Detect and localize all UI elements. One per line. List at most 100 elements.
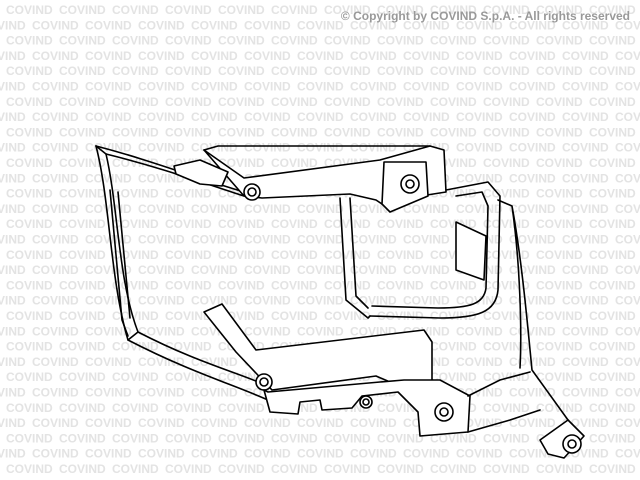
watermark-word: COVIND <box>6 95 53 109</box>
watermark-word: COVIND <box>85 18 132 32</box>
watermark-word: COVIND <box>615 18 640 32</box>
watermark-word: COVIND <box>589 248 636 262</box>
watermark-word: COVIND <box>85 324 132 338</box>
watermark-word: COVIND <box>562 141 609 155</box>
watermark-word: COVIND <box>138 49 185 63</box>
watermark-word: COVIND <box>589 401 636 415</box>
watermark-word: COVIND <box>218 401 265 415</box>
watermark-word: COVIND <box>218 95 265 109</box>
watermark-word: COVIND <box>85 477 132 480</box>
watermark-word: COVIND <box>112 431 159 445</box>
watermark-word: COVIND <box>138 386 185 400</box>
watermark-word: COVIND <box>615 110 640 124</box>
watermark-word: COVIND <box>271 462 318 476</box>
watermark-word: COVIND <box>589 431 636 445</box>
watermark-word: COVIND <box>350 447 397 461</box>
watermark-word: COVIND <box>59 462 106 476</box>
watermark-word: COVIND <box>324 217 371 231</box>
top-right-bolt-inner <box>405 179 415 189</box>
watermark-word: COVIND <box>244 18 291 32</box>
watermark-word: COVIND <box>483 431 530 445</box>
watermark-word: COVIND <box>244 141 291 155</box>
watermark-word: COVIND <box>85 263 132 277</box>
watermark-word: COVIND <box>536 34 583 48</box>
watermark-word: COVIND <box>562 49 609 63</box>
front-shell-top-edge <box>95 145 245 193</box>
watermark-word: COVIND <box>536 156 583 170</box>
watermark-word: COVIND <box>297 80 344 94</box>
watermark-word: COVIND <box>0 171 26 185</box>
watermark-word: COVIND <box>483 64 530 78</box>
watermark-word: COVIND <box>562 80 609 94</box>
watermark-word: COVIND <box>536 370 583 384</box>
watermark-word: COVIND <box>483 278 530 292</box>
watermark-word: COVIND <box>536 3 583 17</box>
watermark-word: COVIND <box>297 49 344 63</box>
watermark-word: COVIND <box>32 447 79 461</box>
watermark-word: COVIND <box>562 110 609 124</box>
watermark-word: COVIND <box>112 462 159 476</box>
watermark-word: COVIND <box>244 263 291 277</box>
watermark-word: COVIND <box>377 462 424 476</box>
watermark-word: COVIND <box>324 64 371 78</box>
watermark-word: COVIND <box>85 233 132 247</box>
watermark-word: COVIND <box>85 171 132 185</box>
watermark-word: COVIND <box>509 416 556 430</box>
watermark-word: COVIND <box>377 3 424 17</box>
watermark-word: COVIND <box>59 340 106 354</box>
watermark-word: COVIND <box>324 431 371 445</box>
watermark-word: COVIND <box>430 34 477 48</box>
watermark-word: COVIND <box>297 263 344 277</box>
watermark-word: COVIND <box>32 18 79 32</box>
watermark-word: COVIND <box>165 95 212 109</box>
watermark-word: COVIND <box>165 431 212 445</box>
bottom-right-bolt-inner <box>439 407 449 417</box>
watermark-word: COVIND <box>562 171 609 185</box>
watermark-word: COVIND <box>112 3 159 17</box>
watermark-word: COVIND <box>615 171 640 185</box>
watermark-word: COVIND <box>218 3 265 17</box>
watermark-word: COVIND <box>165 64 212 78</box>
watermark-word: COVIND <box>589 64 636 78</box>
watermark-word: COVIND <box>509 233 556 247</box>
watermark-word: COVIND <box>456 202 503 216</box>
watermark-word: COVIND <box>536 125 583 139</box>
watermark-word: COVIND <box>377 95 424 109</box>
watermark-word: COVIND <box>165 278 212 292</box>
top-left-tab <box>173 159 229 187</box>
watermark-word: COVIND <box>6 156 53 170</box>
watermark-word: COVIND <box>138 80 185 94</box>
watermark-word: COVIND <box>6 187 53 201</box>
watermark-word: COVIND <box>589 370 636 384</box>
watermark-word: COVIND <box>32 386 79 400</box>
watermark-word: COVIND <box>244 202 291 216</box>
watermark-word: COVIND <box>589 187 636 201</box>
watermark-word: COVIND <box>589 95 636 109</box>
watermark-word: COVIND <box>0 355 26 369</box>
watermark-word: COVIND <box>59 156 106 170</box>
watermark-word: COVIND <box>165 401 212 415</box>
watermark-word: COVIND <box>562 233 609 247</box>
watermark-word: COVIND <box>456 477 503 480</box>
watermark-word: COVIND <box>112 34 159 48</box>
top-pivot-inner <box>247 187 257 197</box>
watermark-word: COVIND <box>403 49 450 63</box>
watermark-word: COVIND <box>0 80 26 94</box>
watermark-word: COVIND <box>456 141 503 155</box>
watermark-word: COVIND <box>218 34 265 48</box>
watermark-word: COVIND <box>377 248 424 262</box>
watermark-word: COVIND <box>483 217 530 231</box>
watermark-word: COVIND <box>59 217 106 231</box>
watermark-word: COVIND <box>350 294 397 308</box>
watermark-word: COVIND <box>244 324 291 338</box>
watermark-word: COVIND <box>350 110 397 124</box>
bottom-base <box>263 379 471 437</box>
watermark-word: COVIND <box>589 462 636 476</box>
left-post <box>109 189 131 337</box>
watermark-word: COVIND <box>456 18 503 32</box>
watermark-word: COVIND <box>403 294 450 308</box>
watermark-word: COVIND <box>483 95 530 109</box>
watermark-word: COVIND <box>430 278 477 292</box>
watermark-word: COVIND <box>191 49 238 63</box>
